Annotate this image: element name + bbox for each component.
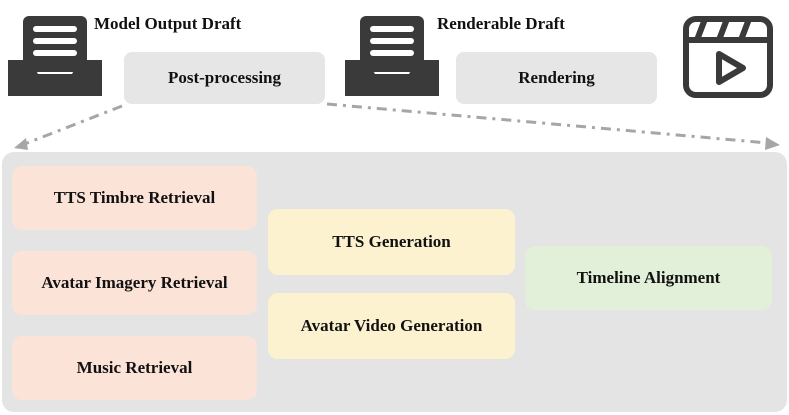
- renderable-draft-label: Renderable Draft: [437, 14, 565, 33]
- video-player-icon: [683, 16, 773, 98]
- tts-generation-box: TTS Generation: [268, 209, 515, 275]
- left-arrow-head: [14, 138, 28, 150]
- tts-timbre-retrieval-box: TTS Timbre Retrieval: [12, 166, 257, 230]
- post-processing-box: Post-processing: [124, 52, 325, 104]
- document-tray-icon: [8, 14, 102, 98]
- avatar-imagery-retrieval-box: Avatar Imagery Retrieval: [12, 251, 257, 315]
- right-arrow-line: [326, 102, 769, 145]
- timeline-alignment-box: Timeline Alignment: [525, 246, 772, 310]
- music-retrieval-box: Music Retrieval: [12, 336, 257, 400]
- document-tray-icon: [345, 14, 439, 98]
- model-output-draft-label: Model Output Draft: [94, 14, 242, 33]
- rendering-box: Rendering: [456, 52, 657, 104]
- left-arrow-line: [21, 104, 123, 147]
- right-arrow-head: [765, 137, 780, 150]
- avatar-video-generation-box: Avatar Video Generation: [268, 293, 515, 359]
